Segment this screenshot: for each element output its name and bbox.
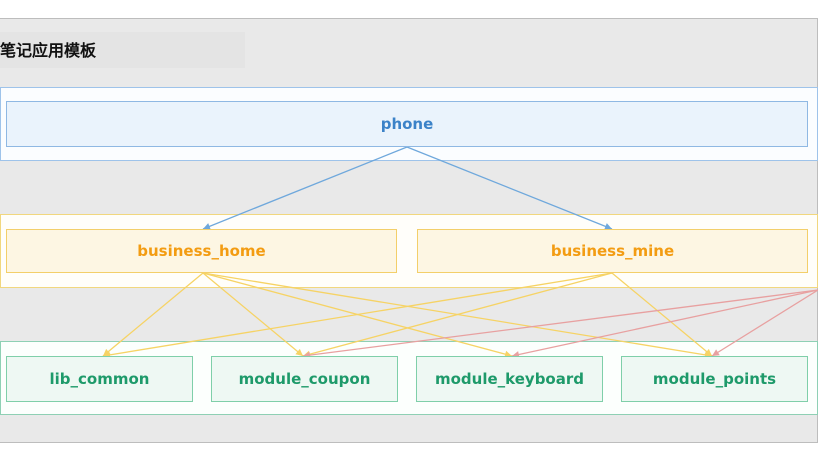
title-bar — [0, 32, 245, 68]
node-business-mine[interactable]: business_mine — [417, 229, 808, 273]
diagram-title: 笔记应用模板 — [0, 41, 97, 60]
node-business-home[interactable]: business_home — [6, 229, 397, 273]
node-lib-common[interactable]: lib_common — [6, 356, 193, 402]
node-module-coupon[interactable]: module_coupon — [211, 356, 398, 402]
node-module-points[interactable]: module_points — [621, 356, 808, 402]
node-module-keyboard[interactable]: module_keyboard — [416, 356, 603, 402]
node-phone[interactable]: phone — [6, 101, 808, 147]
